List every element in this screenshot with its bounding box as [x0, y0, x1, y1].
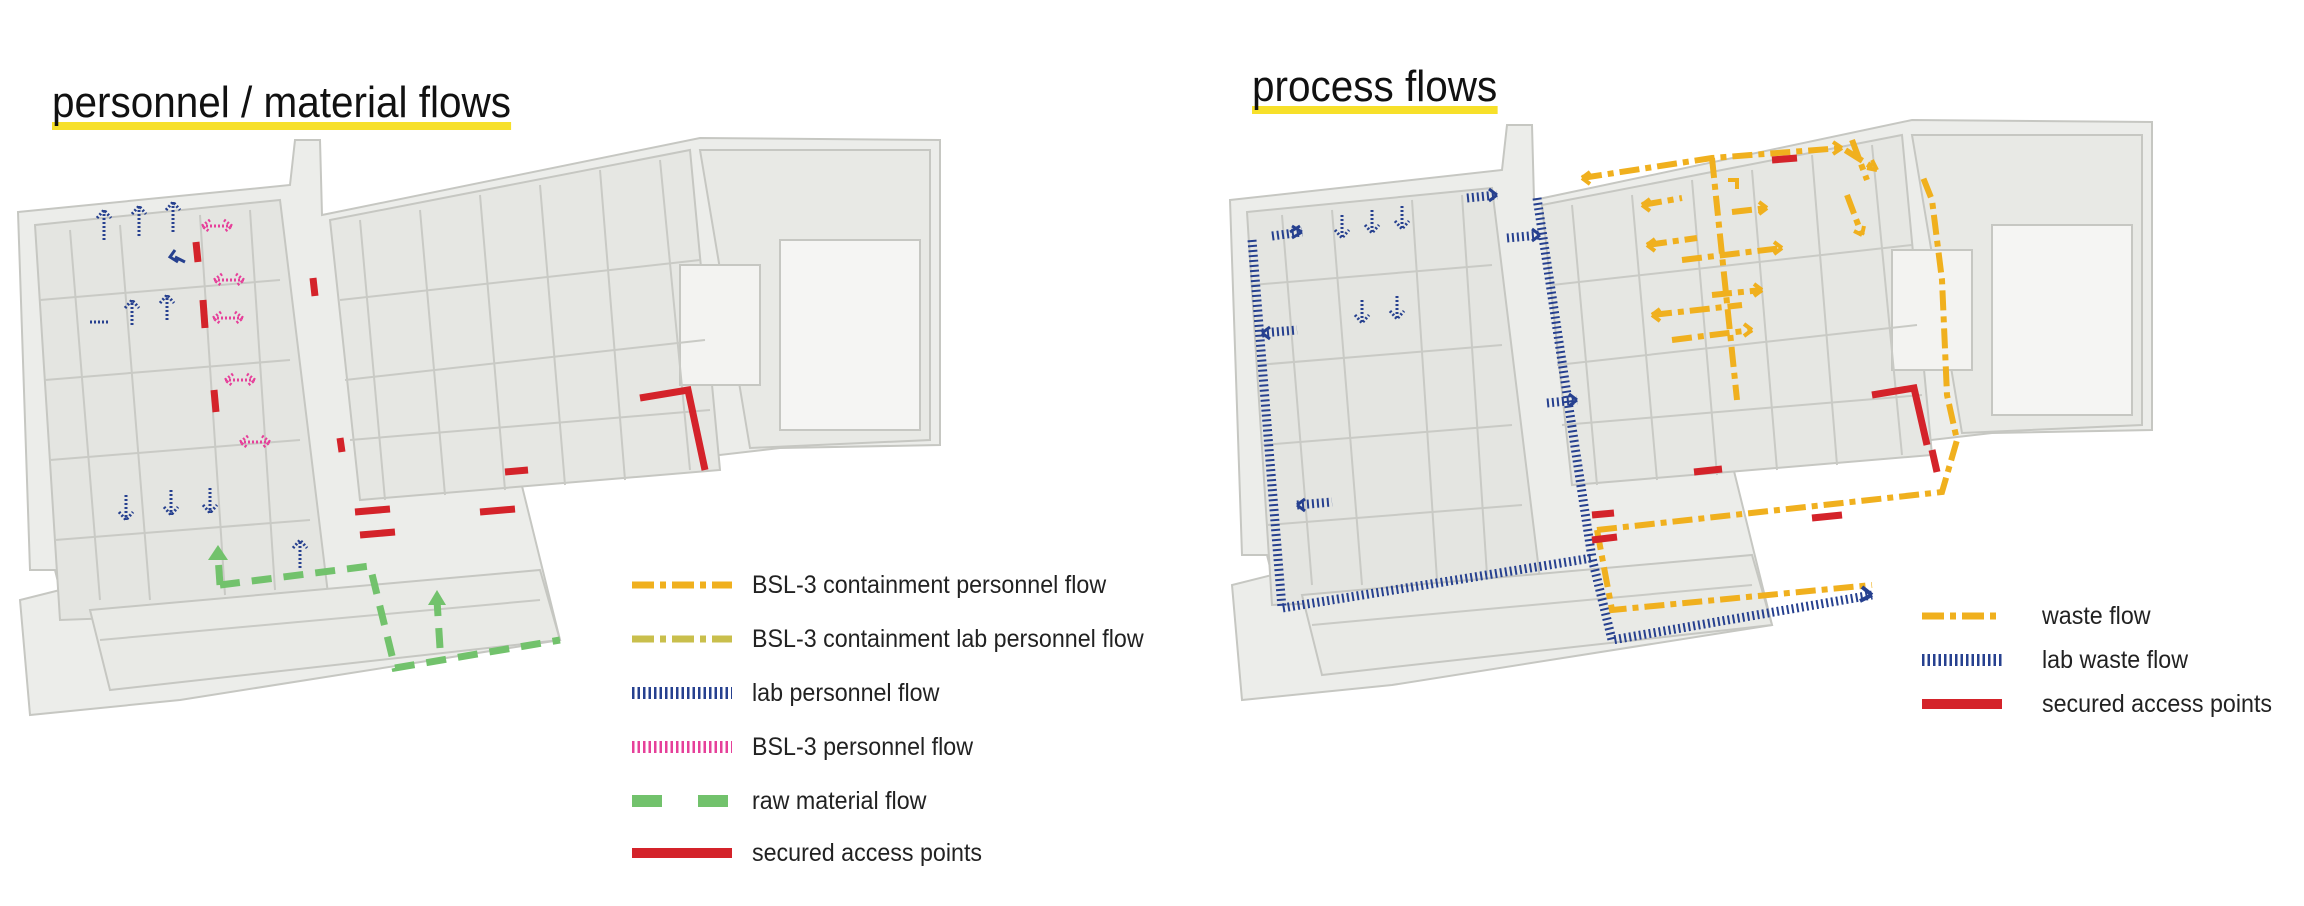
- dash-dot-swatch-icon: [632, 635, 732, 643]
- right-floor-plan: [1228, 118, 2153, 702]
- long-dash-swatch-icon: [632, 795, 732, 807]
- title-text: process flows: [1252, 62, 1498, 111]
- interior-partitions: [39, 159, 711, 641]
- dash-dot-swatch-icon: [1922, 612, 2002, 620]
- legend-item-lab-personnel: lab personnel flow: [632, 673, 954, 713]
- legend-item-bsl3-containment-personnel: BSL-3 containment personnel flow: [632, 565, 1133, 605]
- legend-item-waste-flow: waste flow: [1922, 596, 2159, 636]
- personnel-material-flows-panel: personnel / material flows: [16, 78, 1144, 873]
- legend-label: BSL-3 personnel flow: [752, 732, 974, 761]
- hatched-swatch-icon: [632, 687, 732, 699]
- interior-partitions: [1251, 144, 1923, 626]
- lab-waste-flow: [1247, 190, 1873, 646]
- building-axonometric: [1228, 118, 2153, 702]
- legend-item-lab-waste-flow: lab waste flow: [1922, 640, 2199, 680]
- secured-access-points: [1591, 154, 1941, 544]
- legend-label: BSL-3 containment lab personnel flow: [752, 624, 1144, 653]
- legend-item-secured-access: secured access points: [1922, 684, 2289, 724]
- raw-material-arrowheads: [208, 545, 446, 605]
- legend-label: lab personnel flow: [752, 678, 940, 707]
- legend-item-bsl3-containment-lab-personnel: BSL-3 containment lab personnel flow: [632, 619, 1173, 659]
- legend-label: secured access points: [2042, 689, 2273, 718]
- solid-line-swatch-icon: [1922, 699, 2002, 709]
- lab-waste-flow-arrows: [1261, 187, 1578, 513]
- process-flows-panel: process flows: [1152, 0, 2304, 906]
- legend-label: BSL-3 containment personnel flow: [752, 570, 1107, 599]
- waste-flow: [1581, 138, 1961, 614]
- waste-flow-arrows: [1580, 140, 1879, 338]
- title-text: personnel / material flows: [52, 78, 511, 127]
- legend-label: waste flow: [2042, 601, 2151, 630]
- raw-material-flow: [214, 555, 561, 672]
- legend-label: secured access points: [752, 838, 983, 867]
- legend-label: lab waste flow: [2042, 645, 2189, 674]
- legend-item-raw-material: raw material flow: [632, 781, 940, 821]
- lab-waste-end-arrowhead: [1859, 585, 1874, 603]
- bsl3-personnel-flow-arrows: [199, 218, 273, 450]
- hatched-swatch-icon: [1922, 654, 2002, 666]
- lab-personnel-flow-arrows: [90, 199, 309, 568]
- legend-label: raw material flow: [752, 786, 927, 815]
- process-flows-title: process flows: [1252, 62, 1498, 114]
- legend-item-bsl3-personnel: BSL-3 personnel flow: [632, 727, 990, 767]
- legend-item-secured-access: secured access points: [632, 833, 999, 873]
- solid-line-swatch-icon: [632, 848, 732, 858]
- hatched-swatch-icon: [632, 741, 732, 753]
- personnel-material-flows-title: personnel / material flows: [52, 78, 511, 130]
- secured-access-points: [192, 241, 709, 539]
- dash-dot-swatch-icon: [632, 581, 732, 589]
- left-floor-plan: [16, 136, 941, 717]
